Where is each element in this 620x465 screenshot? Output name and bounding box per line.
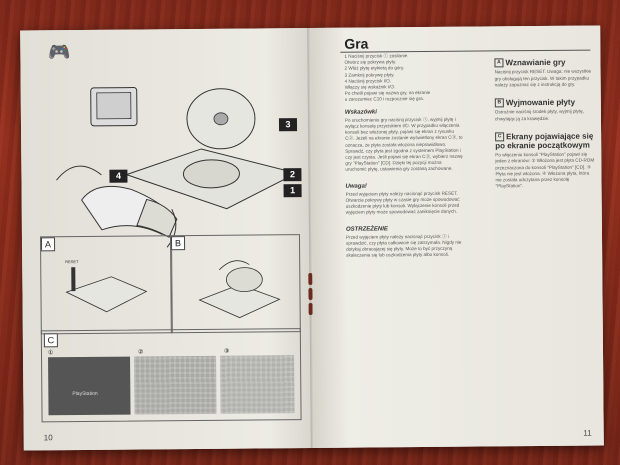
reset-label: RESET (65, 259, 79, 265)
gamepad-icon: 🎮 (48, 42, 71, 63)
section-a-title-text: Wznawianie gry (505, 57, 566, 68)
panel-b-label: B (170, 236, 186, 251)
panel-a-label: A (40, 237, 56, 252)
screen-startup: PlayStation (48, 356, 131, 416)
screen-menu (134, 355, 217, 415)
callout-2: 2 (283, 168, 302, 182)
warning-heading: OSTRZEŻENIE (345, 226, 388, 233)
caution-heading: Uwaga! (345, 183, 367, 190)
disc-removal-illustration (198, 260, 281, 319)
notes-heading: Wskazówki (344, 109, 377, 116)
console-reset-illustration (65, 267, 148, 313)
section-c-tag: C (495, 132, 505, 142)
section-a-body: Naciśnij przycisk RESET. Uwaga: nie wszy… (494, 68, 592, 88)
section-b-tag: B (494, 98, 504, 108)
callout-4: 4 (109, 169, 128, 183)
warning-text: Przed wyjęciem płyty należy nacisnąć prz… (345, 233, 462, 259)
step-3-marker: ③ (223, 348, 230, 355)
callout-1: 1 (283, 184, 302, 198)
callout-3: 3 (278, 118, 298, 132)
left-page: 🎮 3 4 2 1 A RESET B (20, 28, 314, 451)
right-page: Gra 1 Naciśnij przycisk ⓘ zasilanie. Otw… (310, 25, 604, 448)
panel-c-label: C (43, 333, 58, 348)
page-number-left: 10 (43, 433, 53, 443)
screen-error (220, 355, 295, 414)
panel-a: A RESET (39, 235, 173, 335)
page-number-right: 11 (583, 428, 592, 438)
step-1-marker: ① (47, 350, 54, 357)
section-c-title-text: Ekrany pojawiające się po ekranie począt… (495, 131, 594, 151)
section-b-body: Ostrożnie naciśnij środek płyty, wyjmij … (494, 109, 584, 121)
step-line: u zarozumiec C10 i rozpocznie się gra. (344, 96, 424, 103)
console-setup-illustration (56, 87, 298, 248)
panel-b: B (169, 234, 301, 334)
section-b-title-text: Wyjmowanie płyty (505, 97, 576, 108)
main-column: 1 Naciśnij przycisk ⓘ zasilanie. Otwórz … (344, 53, 464, 260)
step-list: 1 Naciśnij przycisk ⓘ zasilanie. Otwórz … (344, 53, 462, 104)
section-a-tag: A (494, 58, 504, 68)
notes-text: Po uruchomieniu gry naciśnij przycisk ⓘ,… (344, 116, 463, 173)
section-c-body: Po włączeniu konsoli "PlayStation" pojaw… (495, 151, 595, 189)
panel-c: C ① ② ③ PlayStation (40, 328, 302, 423)
caution-text: Przed wyjęciem płyty należy nacisnąć prz… (345, 190, 460, 216)
playstation-logo-text: PlayStation (72, 390, 98, 398)
instruction-booklet: 🎮 3 4 2 1 A RESET B (20, 25, 604, 451)
page-title: Gra (344, 35, 369, 52)
step-2-marker: ② (137, 349, 144, 356)
